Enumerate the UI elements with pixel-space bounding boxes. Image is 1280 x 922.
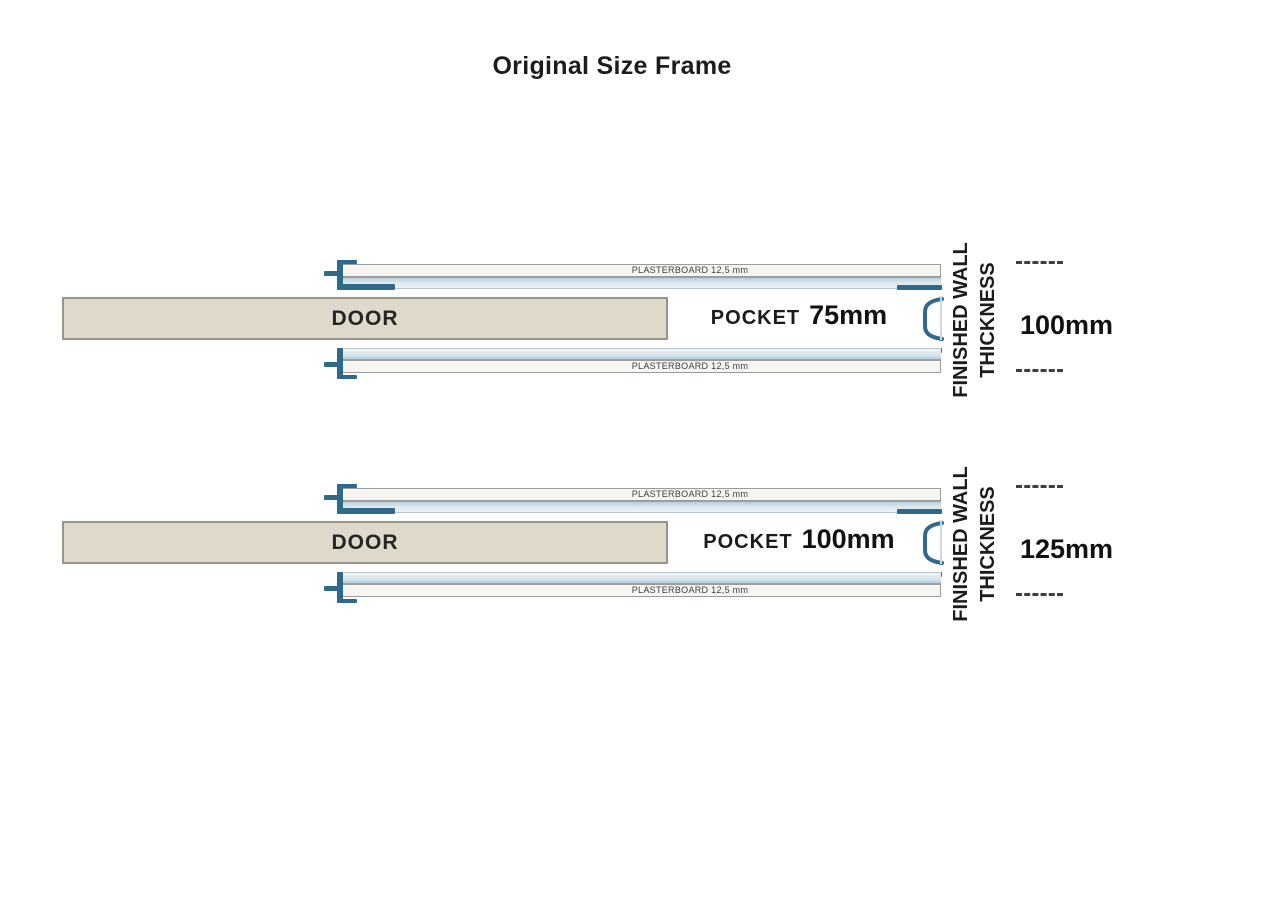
- bottom-wall-end-bracket: [337, 572, 343, 603]
- wall-thickness-value: 125mm: [1020, 534, 1114, 564]
- fwt-line1: FINISHED WALL: [950, 242, 973, 398]
- bottom-track-strip: [341, 572, 941, 584]
- pocket-dimension: POCKET 100mm: [668, 524, 930, 566]
- pocket-end-post-icon: [923, 521, 944, 565]
- pocket-label: POCKET: [710, 307, 801, 329]
- pocket-end-edge: [940, 296, 942, 340]
- top-wall-end-bracket-tab: [324, 495, 338, 500]
- bottom-wall-end-bracket-tab: [324, 586, 338, 591]
- top-track-dark-segment-left: [337, 284, 395, 290]
- pocket-end-edge: [940, 520, 942, 564]
- pocket-label: POCKET: [703, 531, 793, 553]
- pocket-end-post-icon: [923, 297, 944, 341]
- thickness-extent-dash-bottom: [1016, 369, 1063, 372]
- top-plasterboard: PLASTERBOARD 12,5 mm: [341, 264, 941, 277]
- fwt-line1: FINISHED WALL: [950, 466, 973, 622]
- finished-wall-thickness-label: FINISHED WALL THICKNESS: [948, 240, 1004, 400]
- bottom-wall-end-bracket-tab: [324, 362, 338, 367]
- thickness-extent-dash-top: [1016, 261, 1063, 264]
- door-label: DOOR: [331, 530, 399, 554]
- bottom-wall-end-bracket-cap: [337, 375, 357, 379]
- frame-diagram-75mm: PLASTERBOARD 12,5 mm DOOR POCKET 75mm PL…: [0, 240, 1280, 400]
- door-label: DOOR: [331, 306, 399, 330]
- bottom-track-strip: [341, 348, 941, 360]
- bottom-plasterboard-label: PLASTERBOARD 12,5 mm: [631, 585, 749, 595]
- pocket-size-value: 100mm: [801, 524, 895, 554]
- top-wall-end-bracket: [337, 484, 343, 514]
- pocket-dimension: POCKET 75mm: [668, 300, 930, 342]
- frame-diagram-100mm: PLASTERBOARD 12,5 mm DOOR POCKET 100mm P…: [0, 464, 1280, 624]
- top-track-dark-segment-right: [897, 509, 942, 514]
- top-plasterboard-label: PLASTERBOARD 12,5 mm: [631, 265, 749, 275]
- bottom-plasterboard: PLASTERBOARD 12,5 mm: [341, 584, 941, 597]
- wall-thickness-value: 100mm: [1020, 310, 1114, 340]
- door-panel: DOOR: [62, 297, 668, 340]
- top-track-dark-segment-right: [897, 285, 942, 290]
- top-track-strip: [341, 277, 941, 289]
- bottom-plasterboard: PLASTERBOARD 12,5 mm: [341, 360, 941, 373]
- top-wall-end-bracket-cap: [337, 484, 357, 488]
- bottom-wall-end-bracket-cap: [337, 599, 357, 603]
- top-plasterboard: PLASTERBOARD 12,5 mm: [341, 488, 941, 501]
- top-track-strip: [341, 501, 941, 513]
- page-title: Original Size Frame: [492, 52, 732, 80]
- door-panel: DOOR: [62, 521, 668, 564]
- fwt-line2: THICKNESS: [977, 262, 1000, 378]
- top-wall-end-bracket-tab: [324, 271, 338, 276]
- fwt-line2: THICKNESS: [977, 486, 1000, 602]
- top-wall-end-bracket: [337, 260, 343, 290]
- top-track-dark-segment-left: [337, 508, 395, 514]
- top-plasterboard-label: PLASTERBOARD 12,5 mm: [631, 489, 749, 499]
- finished-wall-thickness-label: FINISHED WALL THICKNESS: [948, 464, 1004, 624]
- top-wall-end-bracket-cap: [337, 260, 357, 264]
- bottom-wall-end-bracket: [337, 348, 343, 379]
- thickness-extent-dash-bottom: [1016, 593, 1063, 596]
- bottom-plasterboard-label: PLASTERBOARD 12,5 mm: [631, 361, 749, 371]
- thickness-extent-dash-top: [1016, 485, 1063, 488]
- pocket-size-value: 75mm: [809, 300, 888, 330]
